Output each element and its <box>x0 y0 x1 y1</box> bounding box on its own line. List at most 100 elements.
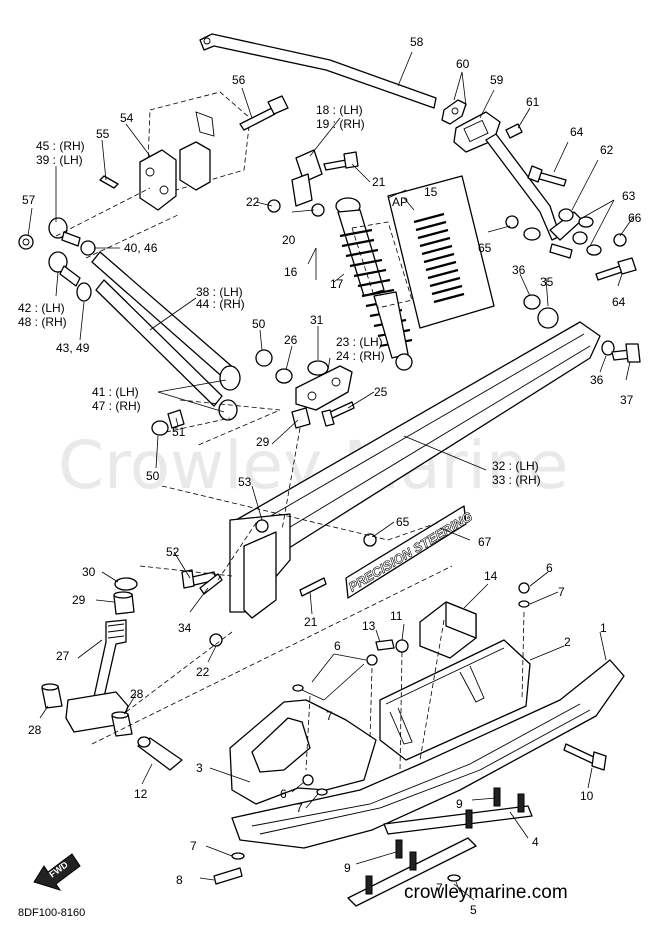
label-7-front: 7 <box>436 881 443 895</box>
label-26: 26 <box>284 333 298 347</box>
bolt-21-lower <box>299 577 327 597</box>
label-2: 2 <box>564 635 571 649</box>
wear-bar-rear <box>383 805 533 835</box>
bushing-29-upper <box>291 407 311 429</box>
label-7-bottom: 7 <box>190 839 197 853</box>
rod-clip <box>441 99 467 125</box>
callout-labels: 58 60 59 56 61 54 55 45 : (RH) 39 : (LH)… <box>18 35 642 917</box>
nut-53 <box>255 519 269 533</box>
rod-end-lower <box>48 251 81 287</box>
washer-7-mid <box>292 684 304 692</box>
nut-57 <box>18 234 34 250</box>
mount-bracket <box>139 91 251 211</box>
label-39: 39 : (LH) <box>36 153 83 167</box>
bolt-25 <box>321 401 355 427</box>
label-64-top: 64 <box>570 125 584 139</box>
label-58: 58 <box>410 35 424 49</box>
bolt-52 <box>181 569 217 589</box>
washer-30 <box>114 577 138 591</box>
label-61: 61 <box>526 95 540 109</box>
fwd-arrow: FWD <box>33 853 81 891</box>
nut-40-46 <box>80 240 96 256</box>
label-13: 13 <box>362 619 376 633</box>
label-38: 38 : (LH) <box>196 285 243 299</box>
label-52: 52 <box>166 545 180 559</box>
spacer-block-14 <box>419 601 477 659</box>
washer-7-right <box>518 600 530 608</box>
label-19: 19 : (RH) <box>316 117 365 131</box>
bolt-64-top <box>527 165 567 187</box>
label-41: 41 : (LH) <box>92 385 139 399</box>
label-55: 55 <box>96 127 110 141</box>
nut-6-mid <box>366 654 378 666</box>
label-53: 53 <box>238 475 252 489</box>
label-21-lower: 21 <box>304 615 318 629</box>
washer-36-lower <box>601 340 615 356</box>
label-37: 37 <box>620 393 634 407</box>
bushing-29-lower <box>113 591 135 615</box>
label-1: 1 <box>600 621 607 635</box>
arm-collar-50 <box>255 349 273 367</box>
shock-absorber <box>291 149 413 371</box>
nut-6-lower <box>302 774 314 786</box>
label-25: 25 <box>374 385 388 399</box>
label-67: 67 <box>478 535 492 549</box>
label-63: 63 <box>622 189 636 203</box>
label-6-lower: 6 <box>280 787 287 801</box>
label-36-upper: 36 <box>512 263 526 277</box>
label-35: 35 <box>540 275 554 289</box>
washer-36-upper <box>523 294 541 310</box>
label-7-lower: 7 <box>296 801 303 815</box>
ski <box>231 659 625 849</box>
label-7-right: 7 <box>558 585 565 599</box>
label-42: 42 : (LH) <box>18 301 65 315</box>
label-50-upper: 50 <box>252 317 266 331</box>
nut-65-top <box>505 215 519 229</box>
pin-12 <box>137 736 183 771</box>
label-36-lower: 36 <box>590 373 604 387</box>
bolt-64-lower <box>595 257 637 281</box>
pin-55 <box>99 175 119 189</box>
bolt-8 <box>213 867 243 885</box>
spring-kit-box <box>387 175 495 329</box>
label-18: 18 : (LH) <box>316 103 363 117</box>
label-22-upper: 22 <box>246 195 260 209</box>
label-8: 8 <box>176 873 183 887</box>
label-17: 17 <box>330 277 344 291</box>
label-22-lower: 22 <box>196 665 210 679</box>
label-40-46: 40, 46 <box>124 241 158 255</box>
website-url: crowleymarine.com <box>404 882 568 903</box>
nut-65-mid <box>363 533 377 547</box>
steering-arm <box>485 133 602 259</box>
washer-50-lower <box>151 420 169 436</box>
label-45: 45 : (RH) <box>36 139 85 153</box>
label-62: 62 <box>600 143 614 157</box>
label-60: 60 <box>456 57 470 71</box>
label-51: 51 <box>172 425 186 439</box>
label-66: 66 <box>628 211 642 225</box>
label-56: 56 <box>232 73 246 87</box>
leader-lines <box>27 51 635 901</box>
label-6-right: 6 <box>546 561 553 575</box>
label-65-mid: 65 <box>396 515 410 529</box>
label-11: 11 <box>390 609 403 623</box>
label-16: 16 <box>284 265 298 279</box>
label-21-upper: 21 <box>372 175 386 189</box>
label-14: 14 <box>484 569 498 583</box>
label-44: 44 : (RH) <box>196 297 245 311</box>
label-ap: AP <box>392 195 408 209</box>
label-6-mid: 6 <box>334 639 341 653</box>
label-15: 15 <box>424 185 438 199</box>
decal-text: PRECISION STEERING <box>346 509 475 595</box>
label-12: 12 <box>134 787 148 801</box>
swing-arm <box>229 307 601 619</box>
label-50-lower: 50 <box>146 469 160 483</box>
precision-decal: PRECISION STEERING <box>345 505 475 599</box>
label-65-top: 65 <box>478 241 492 255</box>
bolt-10 <box>563 743 607 771</box>
nut-66 <box>613 233 627 247</box>
steering-rod <box>199 33 437 109</box>
label-28-right: 28 <box>130 687 144 701</box>
pin-13 <box>375 639 395 651</box>
